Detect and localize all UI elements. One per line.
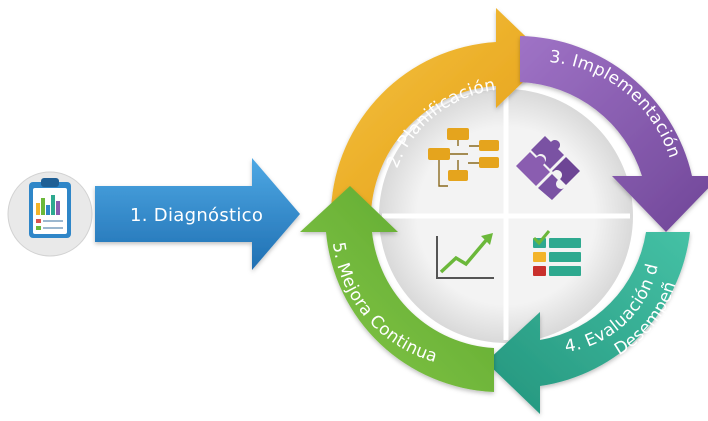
flowchart-icon <box>428 128 499 187</box>
step-1-group: 1. Diagnóstico <box>7 158 300 270</box>
step-3-arrow <box>520 36 708 232</box>
clipboard-chart-icon <box>7 171 93 257</box>
checklist-icon <box>532 230 581 276</box>
step-4-arrow <box>486 232 690 414</box>
step-1-arrow <box>95 158 300 270</box>
puzzle-icon <box>516 136 580 200</box>
step-2-arrow <box>331 8 548 213</box>
step-1-label: 1. Diagnóstico <box>130 205 263 226</box>
trend-up-chart-icon <box>436 233 494 279</box>
step-5-arrow <box>300 186 494 392</box>
